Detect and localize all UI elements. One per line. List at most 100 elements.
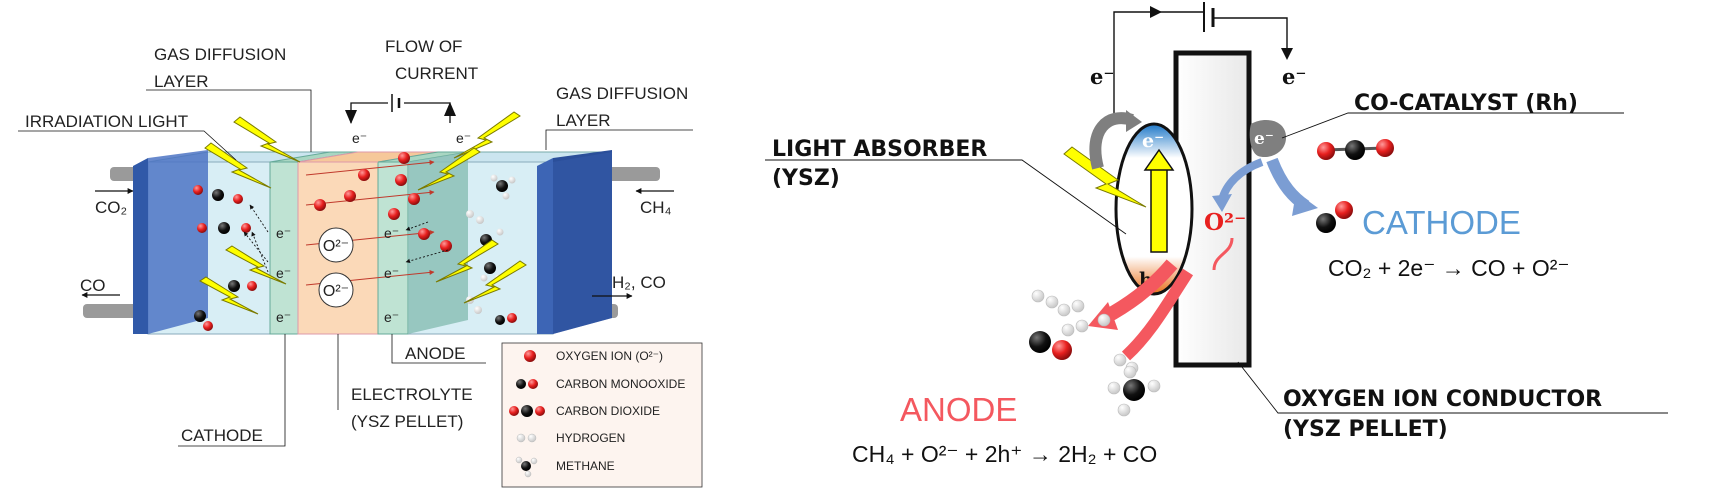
ch4-label: CH₄ [640,198,672,217]
electron-catalyst-label: e⁻ [1254,129,1274,149]
oxygen-ions-in-cell [314,152,452,252]
methane-molecule-anode [1107,365,1161,417]
dashed-electron-paths [243,204,449,273]
lightning-bolts-left [199,111,527,315]
lightning-icon [435,239,499,283]
irradiation-light-label: IRRADIATION LIGHT [25,112,188,131]
lightning-icon [225,245,287,285]
anode-label: ANODE [405,344,465,363]
cathode-leader [178,334,286,447]
legend-methane-label: METHANE [556,459,615,473]
cathode-equation: CO₂ + 2e⁻ → CO + O²⁻ [1328,255,1570,281]
circuit-arrow-right [1281,48,1293,60]
gdl-left-plate [133,158,148,334]
electrolyte-label-1: ELECTROLYTE [351,385,473,404]
co-catalyst-particle [1249,120,1287,158]
lightning-icon [233,116,301,163]
irradiation-light-leader [18,130,237,161]
circuit-arrow-top [1150,6,1162,18]
electrolyte-label-2: (YSZ PELLET) [351,412,463,431]
gdl-left-label-1: GAS DIFFUSION [154,45,286,64]
oxide-ion-circle-1 [318,227,354,263]
anode-title: ANODE [900,391,1017,428]
oxygen-ion-icon [524,350,536,362]
electron-band-label: e⁻ [1142,130,1164,152]
lightning-icon [1063,146,1147,208]
co-molecule-right [1316,201,1353,233]
gdl-right-plate [537,158,553,334]
electron-transfer-arrowhead-left [1126,110,1142,132]
gdl-left-plate-face [148,150,208,334]
legend-hydrogen-label: HYDROGEN [556,431,625,445]
electron-wire-label-left: e⁻ [352,130,367,146]
current-arrow-up [444,102,456,116]
electron-label-cathode-1: e⁻ [276,225,291,241]
lightning-icon [463,260,527,304]
cathode-rod-bottom [83,304,143,318]
gdl-left-leader [146,89,312,152]
flow-of-current-label-1: FLOW OF [385,37,462,56]
left-fuel-cell-diagram: e⁻ e⁻ e⁻ e⁻ e⁻ e⁻ O²⁻ O²⁻ [18,37,703,488]
right-mechanism-diagram: e⁻ e⁻ e⁻ h⁺ e⁻ O²⁻ [765,2,1668,467]
cathode-arrowhead-down [1292,192,1318,216]
conductor-label-1: OXYGEN ION CONDUCTOR [1283,387,1602,412]
co2-molecules-left [193,185,257,331]
anode-equation: CH₄ + O²⁻ + 2h⁺ → 2H₂ + CO [852,441,1157,467]
co2-label: CO₂ [95,198,127,217]
electron-label-left-wire: e⁻ [1090,64,1114,89]
co2-molecule-right [1317,139,1394,160]
lightning-icon [417,147,481,191]
electron-label-anode-2: e⁻ [384,265,399,281]
co-molecule-anode [1029,331,1072,360]
current-arrow-down [345,110,357,124]
oxide-ion-migration-path [1212,237,1234,271]
anode-rod-top [598,167,660,181]
hydrogen-icon [516,433,537,443]
legend-carbon-monoxide-label: CARBON MONOOXIDE [556,377,685,391]
hydrogen-molecules [1031,289,1139,375]
electron-transfer-arrow-left [1089,112,1134,170]
co-catalyst-leader [1281,112,1624,139]
flow-of-current-label-2: CURRENT [395,64,478,83]
legend: OXYGEN ION (O²⁻) CARBON MONOOXIDE CARBON… [501,342,703,488]
electron-label-cathode-3: e⁻ [276,309,291,325]
methane-icon [515,456,538,478]
h2-co-label: H₂, CO [612,273,666,292]
electron-label-anode-3: e⁻ [384,309,399,325]
gdl-right-label-1: GAS DIFFUSION [556,84,688,103]
light-absorber-label-1: LIGHT ABSORBER [772,137,987,162]
cathode-title: CATHODE [1362,204,1521,241]
anode-arrow-lower [1121,268,1194,361]
conductor-label-2: (YSZ PELLET) [1283,417,1448,442]
electron-wire-label-right: e⁻ [456,130,471,146]
lightning-icon [204,142,272,189]
co-label: CO [80,276,106,295]
light-absorber-label-2: (YSZ) [772,166,840,191]
oxide-ion-label-1: O²⁻ [323,238,349,255]
gdl-right-plate-face [553,150,612,334]
conductor-leader [1237,361,1668,414]
light-absorber-leader [765,159,1127,235]
electron-label-anode-1: e⁻ [384,225,399,241]
legend-oxygen-ion-label: OXYGEN ION (O²⁻) [556,349,663,363]
cathode-arrowhead-left [1212,194,1232,212]
excitation-arrow [1143,148,1175,253]
anode-leader [391,334,486,364]
oxide-ion-label-right: O²⁻ [1204,209,1246,236]
external-circuit-right [1113,2,1288,122]
ch4-molecules-right [466,174,517,325]
lightning-icon [199,276,259,315]
gdl-right-label-2: LAYER [556,111,611,130]
gdl-left-label-2: LAYER [154,72,209,91]
co-catalyst-label: CO-CATALYST (Rh) [1354,91,1578,116]
carbon-monoxide-icon [516,379,538,389]
oxide-ion-circle-2 [318,272,354,308]
carbon-dioxide-icon [509,405,545,417]
anode-side-block [408,152,468,334]
external-circuit-left [350,94,451,123]
gdl-right-leader [545,129,693,150]
legend-carbon-dioxide-label: CARBON DIOXIDE [556,404,660,418]
cathode-label: CATHODE [181,426,263,445]
electron-label-right-wire: e⁻ [1282,64,1306,89]
